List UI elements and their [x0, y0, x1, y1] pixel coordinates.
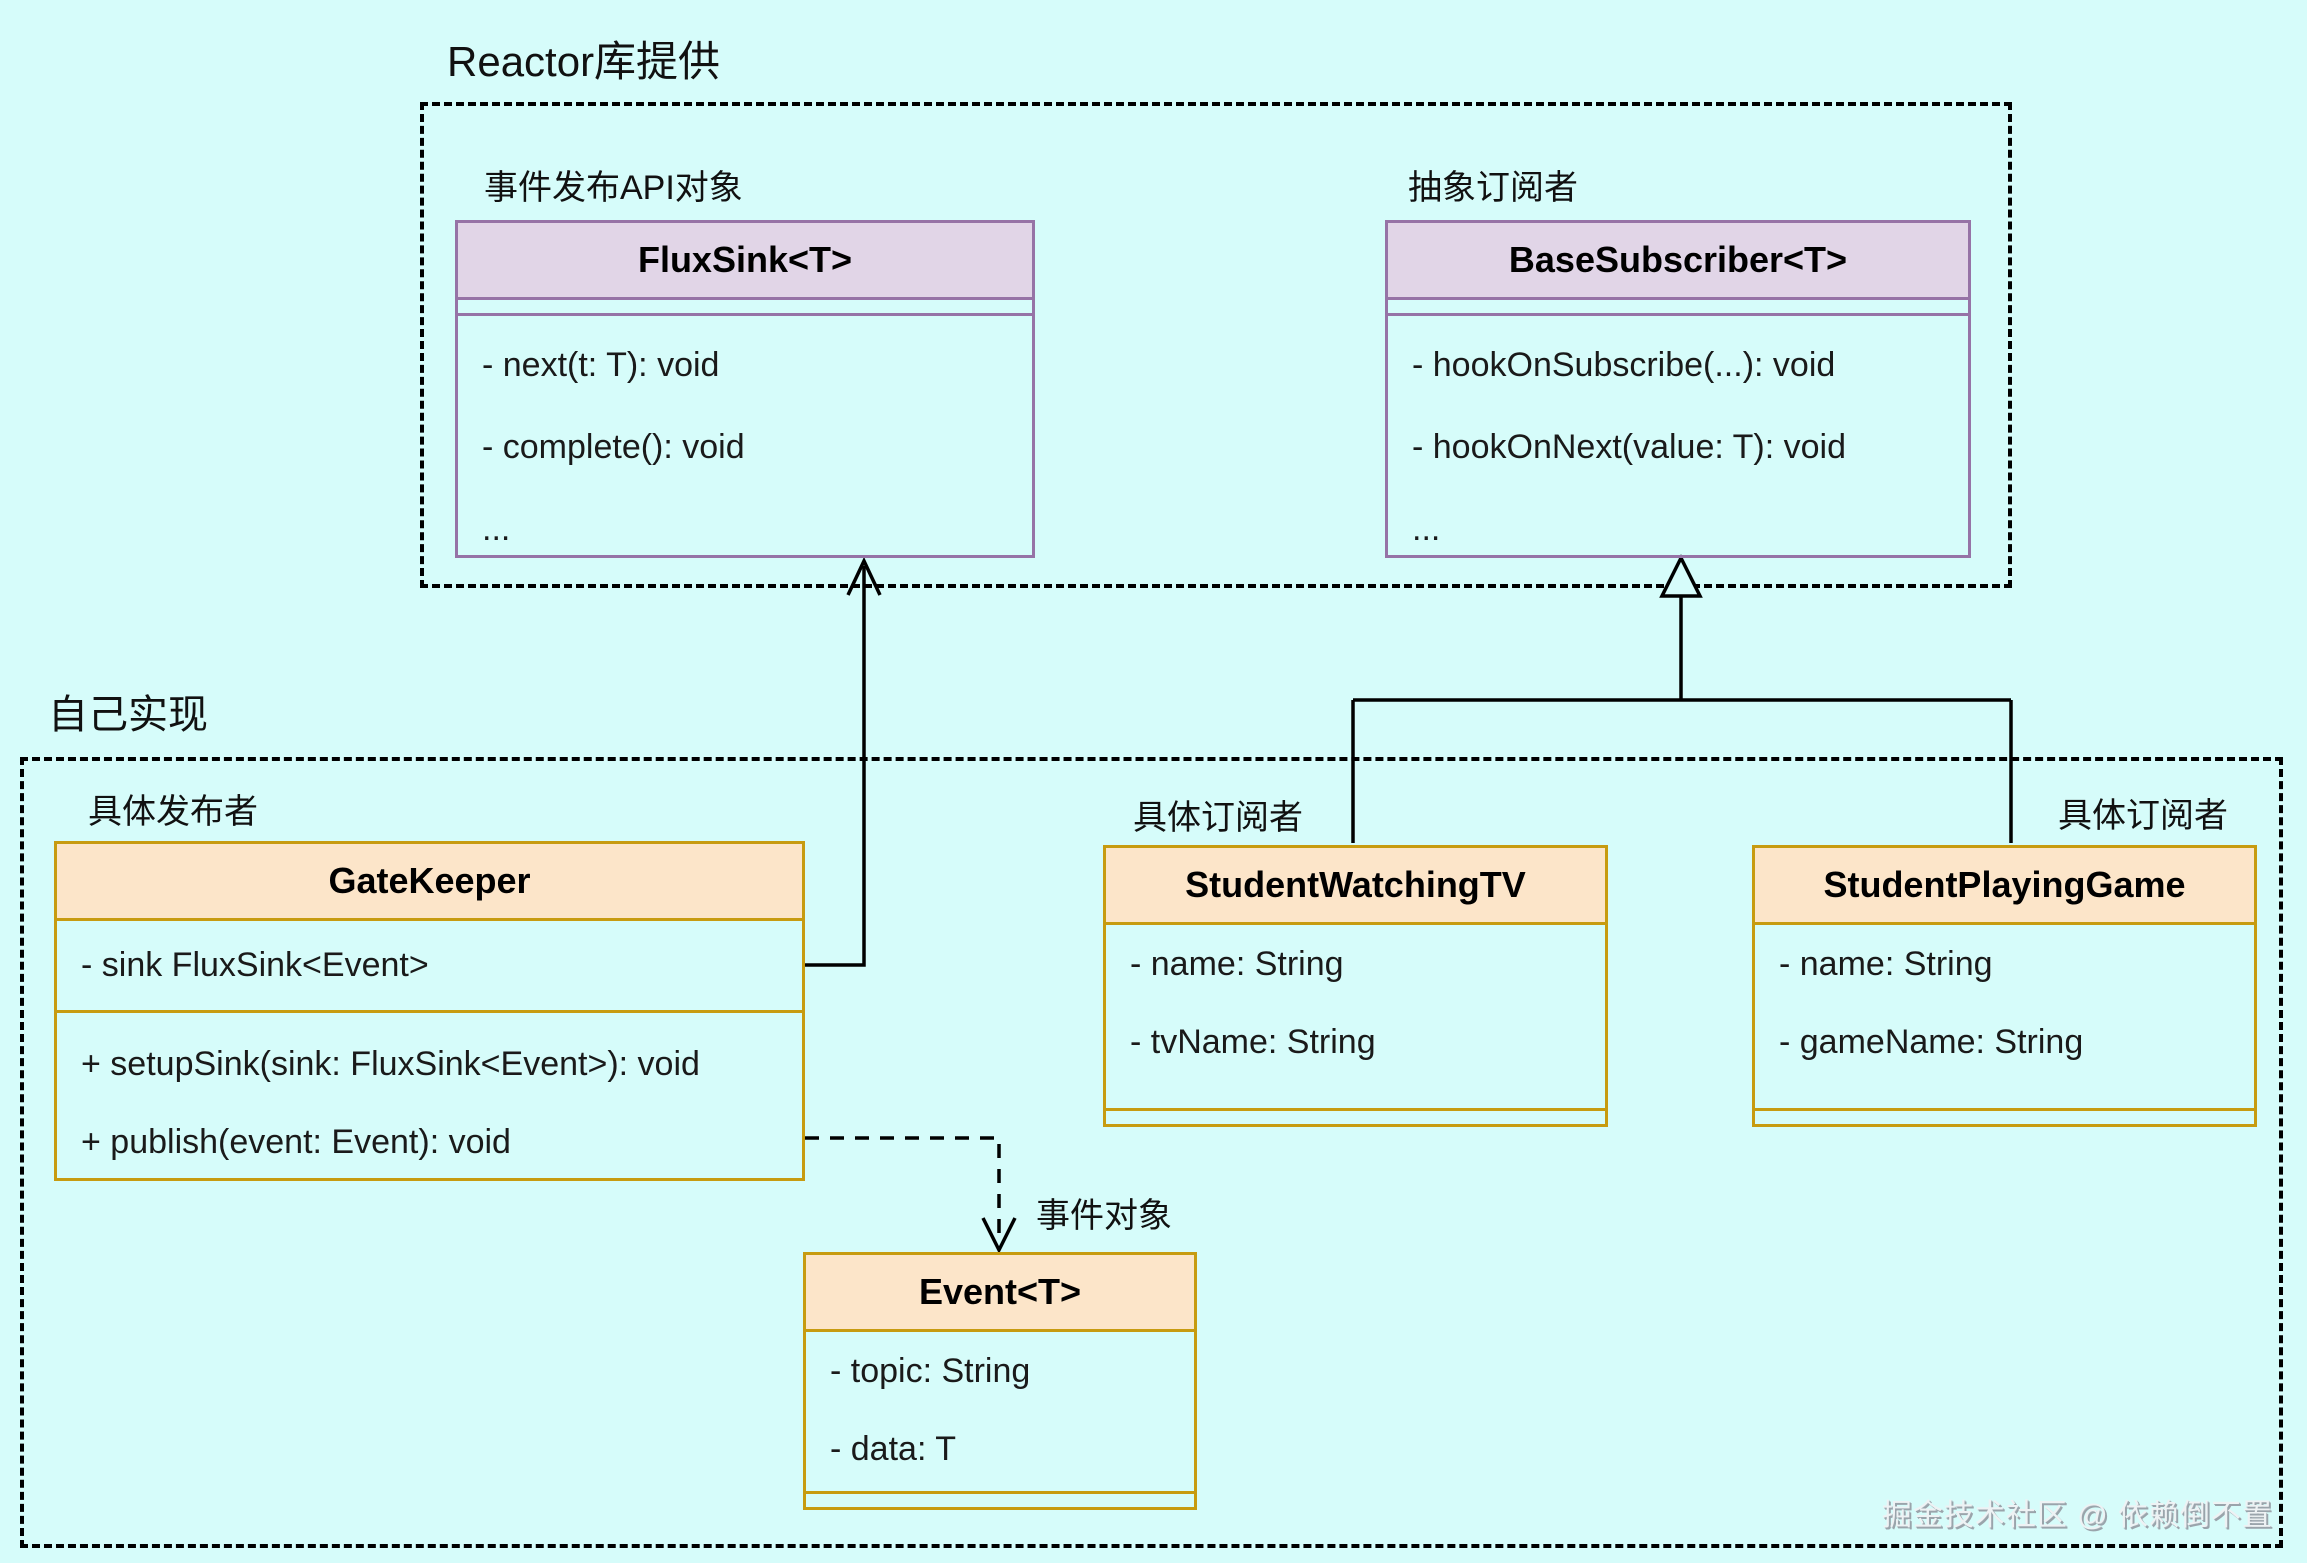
class-name-studentplayinggame: StudentPlayingGame	[1755, 848, 2254, 925]
class-box-event: Event<T> - topic: String - data: T	[803, 1252, 1197, 1510]
attributes-compartment: - sink FluxSink<Event>	[57, 921, 802, 1013]
class-box-studentplayinggame: StudentPlayingGame - name: String - game…	[1752, 845, 2257, 1127]
method-row: ...	[482, 509, 511, 548]
attributes-compartment: - name: String - gameName: String	[1755, 925, 2254, 1108]
method-row: - complete(): void	[482, 427, 745, 466]
label-event-publish-api: 事件发布API对象	[484, 169, 743, 207]
reactor-group-container	[420, 102, 2012, 588]
method-row: - hookOnNext(value: T): void	[1412, 427, 1846, 466]
methods-compartment: - hookOnSubscribe(...): void - hookOnNex…	[1388, 316, 1968, 570]
methods-compartment: + setupSink(sink: FluxSink<Event>): void…	[57, 1013, 802, 1181]
attributes-compartment-empty	[458, 300, 1032, 316]
attribute-row: - name: String	[1779, 944, 1993, 983]
attribute-row: - gameName: String	[1779, 1022, 2084, 1061]
attribute-row: - name: String	[1130, 944, 1344, 983]
method-row: - next(t: T): void	[482, 345, 720, 384]
method-row: - hookOnSubscribe(...): void	[1412, 345, 1836, 384]
label-concrete-subscriber-right: 具体订阅者	[2058, 797, 2228, 835]
methods-compartment-empty	[1755, 1108, 2254, 1124]
label-concrete-publisher: 具体发布者	[88, 793, 258, 831]
methods-compartment-empty	[1106, 1108, 1605, 1124]
label-concrete-subscriber-left: 具体订阅者	[1133, 799, 1303, 837]
method-row: + publish(event: Event): void	[81, 1122, 511, 1161]
attributes-compartment: - topic: String - data: T	[806, 1332, 1194, 1491]
class-name-studentwatchingtv: StudentWatchingTV	[1106, 848, 1605, 925]
attribute-row: - tvName: String	[1130, 1022, 1376, 1061]
class-name-basesubscriber: BaseSubscriber<T>	[1388, 223, 1968, 300]
class-box-fluxsink: FluxSink<T> - next(t: T): void - complet…	[455, 220, 1035, 558]
attribute-row: - sink FluxSink<Event>	[81, 946, 429, 984]
method-row: ...	[1412, 509, 1441, 548]
label-abstract-subscriber: 抽象订阅者	[1408, 169, 1578, 207]
class-box-studentwatchingtv: StudentWatchingTV - name: String - tvNam…	[1103, 845, 1608, 1127]
methods-compartment-empty	[806, 1491, 1194, 1507]
attributes-compartment-empty	[1388, 300, 1968, 316]
method-row: + setupSink(sink: FluxSink<Event>): void	[81, 1044, 700, 1083]
attribute-row: - topic: String	[830, 1351, 1031, 1390]
class-box-basesubscriber: BaseSubscriber<T> - hookOnSubscribe(...)…	[1385, 220, 1971, 558]
attribute-row: - data: T	[830, 1429, 956, 1468]
class-name-fluxsink: FluxSink<T>	[458, 223, 1032, 300]
class-name-gatekeeper: GateKeeper	[57, 844, 802, 921]
watermark: 掘金技术社区 @ 依赖倒不置	[1881, 1499, 2273, 1532]
label-event-object: 事件对象	[1036, 1197, 1172, 1235]
class-name-event: Event<T>	[806, 1255, 1194, 1332]
group-title-self-implemented: 自己实现	[48, 693, 208, 737]
class-box-gatekeeper: GateKeeper - sink FluxSink<Event> + setu…	[54, 841, 805, 1181]
attributes-compartment: - name: String - tvName: String	[1106, 925, 1605, 1108]
self-implemented-group-container	[20, 757, 2283, 1548]
group-title-reactor: Reactor库提供	[447, 38, 721, 85]
methods-compartment: - next(t: T): void - complete(): void ..…	[458, 316, 1032, 570]
